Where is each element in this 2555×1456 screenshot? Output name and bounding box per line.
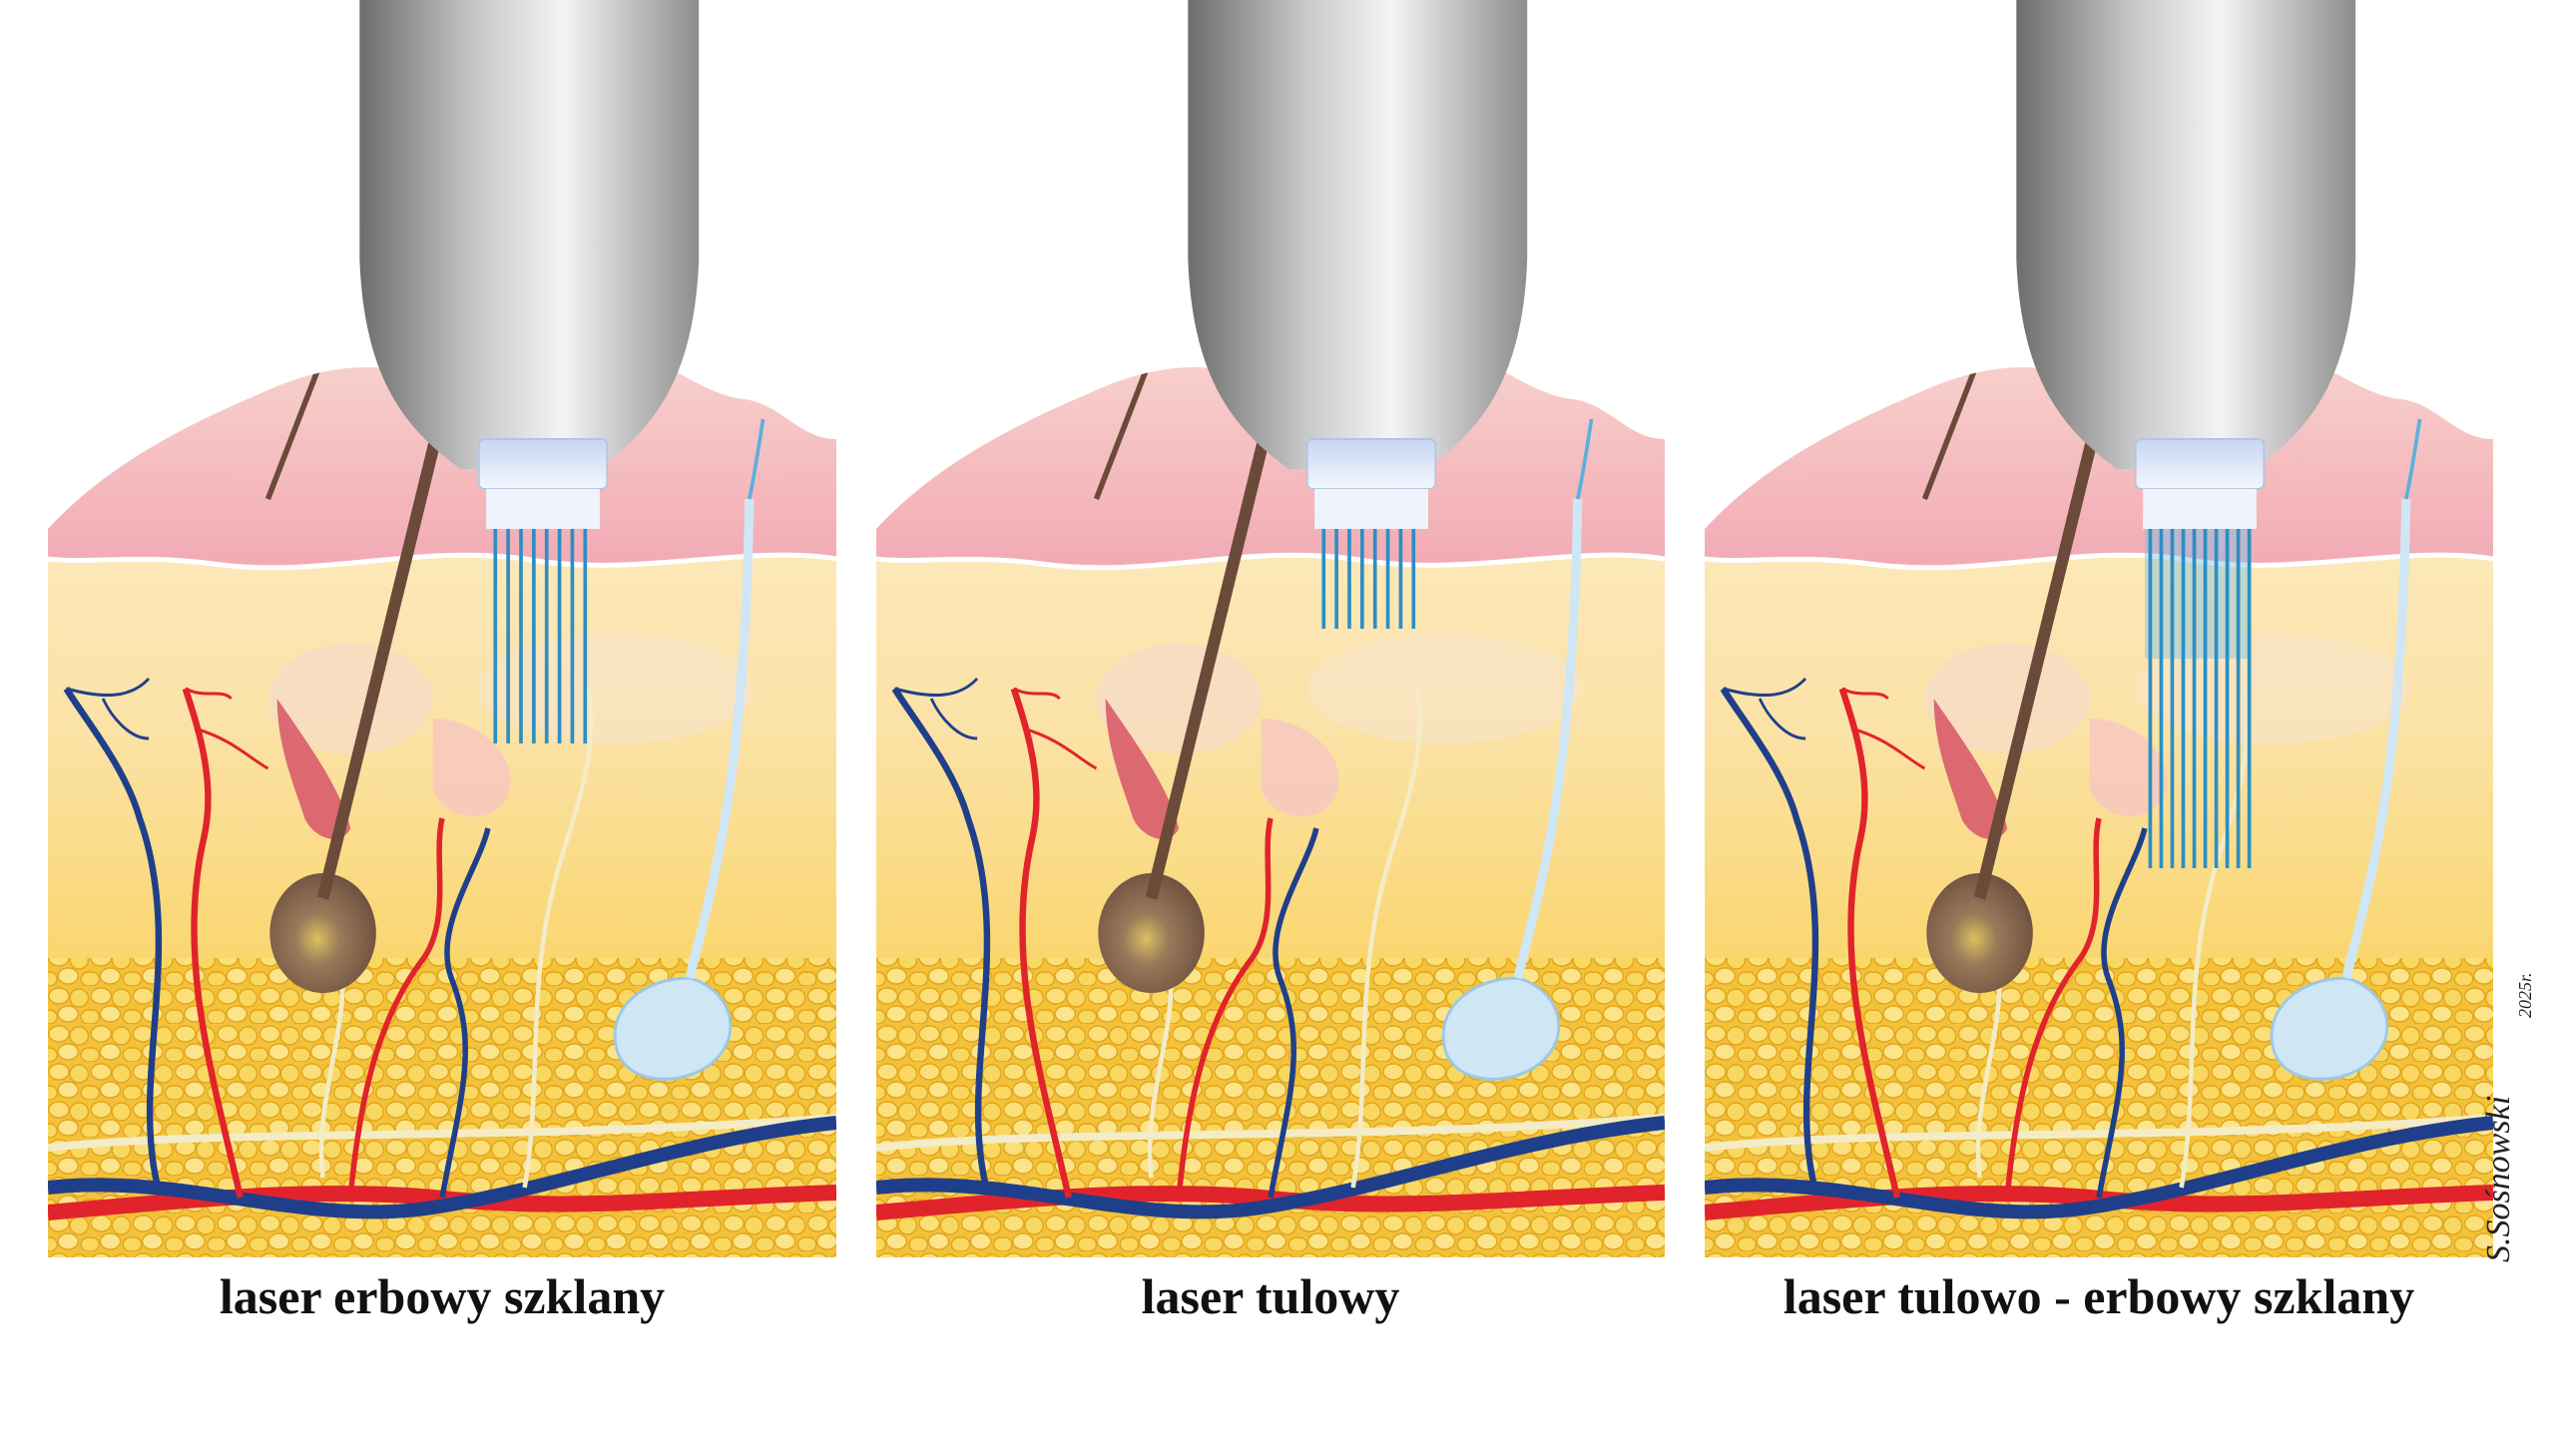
- panel-thulium-erbium: [1705, 0, 2493, 1257]
- sebaceous-gland: [1261, 719, 1339, 817]
- long-beam-icon: [2144, 529, 2252, 868]
- arrector-muscle: [1933, 699, 2008, 839]
- vein: [1705, 1116, 2493, 1219]
- skin-cross-section: [48, 329, 836, 1257]
- panel-thulium: [876, 0, 1665, 1257]
- artery: [48, 1185, 836, 1220]
- caption-thulium-erbium: laser tulowo - erbowy szklany: [1783, 1268, 2415, 1324]
- sebaceous-gland: [432, 719, 511, 817]
- vein: [48, 1116, 836, 1219]
- laser-handpiece: [2016, 0, 2356, 529]
- sweat-gland: [1441, 976, 1561, 1081]
- artist-signature: S.Sośnowski 2025r.: [2480, 972, 2535, 1262]
- nerve: [876, 1114, 1665, 1152]
- arrector-muscle: [276, 699, 351, 839]
- svg-text:S.Sośnowski: S.Sośnowski: [2480, 1096, 2517, 1262]
- sebaceous-gland: [2089, 719, 2168, 817]
- short-beam-icon: [1321, 529, 1416, 629]
- caption-thulium: laser tulowy: [1141, 1268, 1400, 1324]
- caption-erbium: laser erbowy szklany: [219, 1268, 666, 1324]
- laser-handpiece: [359, 0, 700, 529]
- nerve: [48, 1114, 836, 1152]
- panel-erbium: [48, 0, 836, 1257]
- sweat-gland: [613, 976, 733, 1081]
- hair-bulb: [269, 873, 376, 993]
- vein: [876, 1116, 1665, 1219]
- artery: [1705, 1185, 2493, 1220]
- arrector-muscle: [1105, 699, 1180, 839]
- skin-cross-section: [876, 329, 1665, 1257]
- laser-handpiece: [1188, 0, 1528, 529]
- hair-bulb: [1098, 873, 1205, 993]
- sweat-gland: [2270, 976, 2389, 1081]
- short-beam-icon: [493, 529, 588, 743]
- svg-text:2025r.: 2025r.: [2515, 972, 2535, 1018]
- artery: [876, 1185, 1665, 1220]
- skin-cross-section: [1705, 329, 2493, 1257]
- nerve: [1705, 1114, 2493, 1152]
- hair-bulb: [1926, 873, 2033, 993]
